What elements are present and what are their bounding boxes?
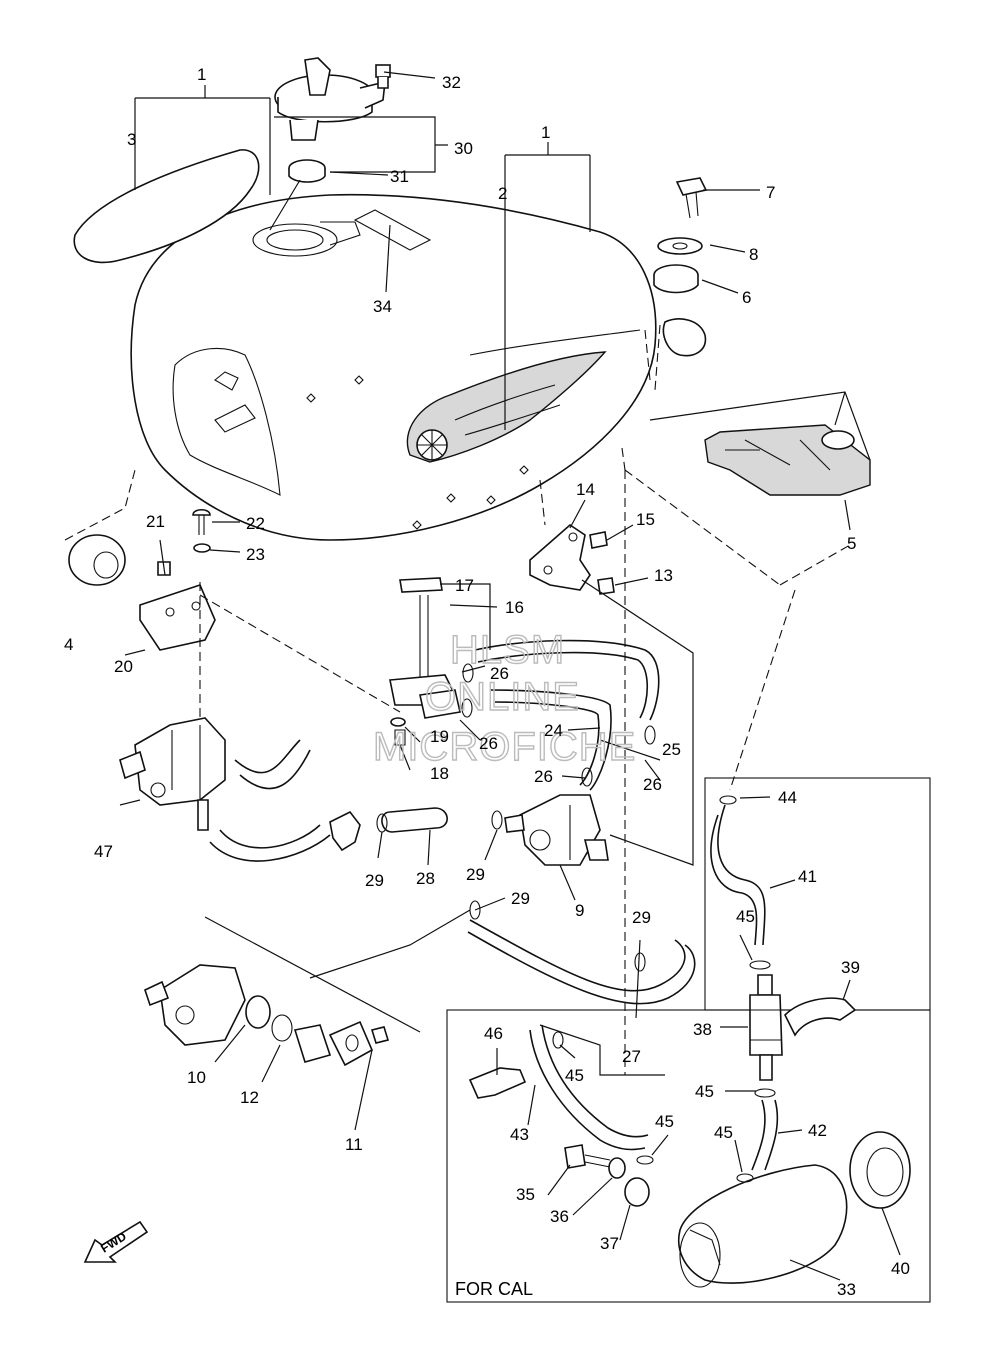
callout-1: 1 xyxy=(197,65,206,84)
watermark: HLSM ONLINE MICROFICHE xyxy=(372,627,636,769)
callout-11: 11 xyxy=(345,1135,363,1154)
cock-exploded-parts xyxy=(144,964,390,1067)
callout-26: 26 xyxy=(643,775,662,794)
callout-2: 2 xyxy=(498,184,507,203)
callout-29: 29 xyxy=(466,865,485,884)
callout-5: 5 xyxy=(847,534,856,553)
callout-27: 27 xyxy=(622,1047,641,1066)
callout-23: 23 xyxy=(246,545,265,564)
callout-47: 47 xyxy=(94,842,113,861)
callout-24: 24 xyxy=(544,721,563,740)
callout-34: 34 xyxy=(373,297,392,316)
callout-45: 45 xyxy=(714,1123,733,1142)
side-cover xyxy=(73,149,260,264)
callout-29: 29 xyxy=(632,908,651,927)
fuel-tank xyxy=(130,193,707,541)
flame-decal xyxy=(406,351,607,463)
callout-7: 7 xyxy=(766,183,775,202)
callout-15: 15 xyxy=(636,510,655,529)
callout-40: 40 xyxy=(891,1259,910,1278)
callout-1: 1 xyxy=(541,123,550,142)
fuel-cap-assembly xyxy=(274,57,391,183)
callout-36: 36 xyxy=(550,1207,569,1226)
callout-41: 41 xyxy=(798,867,817,886)
tank-stay xyxy=(529,523,591,591)
callout-19: 19 xyxy=(430,727,449,746)
fuel-cock xyxy=(389,577,461,746)
cock-bracket xyxy=(139,584,216,651)
callout-38: 38 xyxy=(693,1020,712,1039)
watermark-line3: MICROFICHE xyxy=(373,725,636,769)
callout-numbers: 1 1 2 3 4 5 6 7 8 9 10 11 12 13 14 15 16… xyxy=(64,65,910,1299)
callout-26: 26 xyxy=(490,664,509,683)
callout-16: 16 xyxy=(505,598,524,617)
callout-25: 25 xyxy=(662,740,681,759)
for-cal-box-top xyxy=(704,777,931,1011)
callout-29: 29 xyxy=(511,889,530,908)
callout-22: 22 xyxy=(246,514,265,533)
fuel-hose-27 xyxy=(469,919,686,992)
callout-4: 4 xyxy=(64,635,73,654)
callout-28: 28 xyxy=(416,869,435,888)
callout-42: 42 xyxy=(808,1121,827,1140)
callout-31: 31 xyxy=(390,167,409,186)
callout-10: 10 xyxy=(187,1068,206,1087)
callout-37: 37 xyxy=(600,1234,619,1253)
hose-clips xyxy=(376,663,656,972)
callout-9: 9 xyxy=(575,901,584,920)
callout-45: 45 xyxy=(695,1082,714,1101)
callout-20: 20 xyxy=(114,657,133,676)
watermark-line2: ONLINE xyxy=(425,675,580,719)
bolt-washer-group xyxy=(653,177,708,294)
grommet xyxy=(68,534,126,586)
callout-8: 8 xyxy=(749,245,758,264)
charcoal-canister xyxy=(678,1164,848,1284)
fuel-cock-assembly xyxy=(119,717,226,831)
watermark-line1: HLSM xyxy=(450,628,565,672)
callout-26: 26 xyxy=(479,734,498,753)
mounting-holes xyxy=(306,375,529,530)
callout-43: 43 xyxy=(510,1125,529,1144)
callout-13: 13 xyxy=(654,566,673,585)
callout-14: 14 xyxy=(576,480,595,499)
callout-6: 6 xyxy=(742,288,751,307)
callout-26: 26 xyxy=(534,767,553,786)
callout-17: 17 xyxy=(455,576,474,595)
callout-12: 12 xyxy=(240,1088,259,1107)
callout-39: 39 xyxy=(841,958,860,977)
callout-3: 3 xyxy=(127,130,136,149)
fwd-arrow-icon: FWD xyxy=(83,1220,149,1263)
callout-30: 30 xyxy=(454,139,473,158)
callout-33: 33 xyxy=(837,1280,856,1299)
callout-46: 46 xyxy=(484,1024,503,1043)
callout-45: 45 xyxy=(736,907,755,926)
fuel-pump-valve xyxy=(504,794,609,866)
callout-35: 35 xyxy=(516,1185,535,1204)
callout-18: 18 xyxy=(430,764,449,783)
canister-group xyxy=(468,795,911,1288)
callout-45: 45 xyxy=(565,1066,584,1085)
callout-44: 44 xyxy=(778,788,797,807)
callout-21: 21 xyxy=(146,512,165,531)
fuel-hose-upper xyxy=(474,639,660,721)
callout-29: 29 xyxy=(365,871,384,890)
leader-lines xyxy=(64,71,871,1131)
callout-45: 45 xyxy=(655,1112,674,1131)
callout-32: 32 xyxy=(442,73,461,92)
for-cal-label: FOR CAL xyxy=(455,1279,533,1299)
